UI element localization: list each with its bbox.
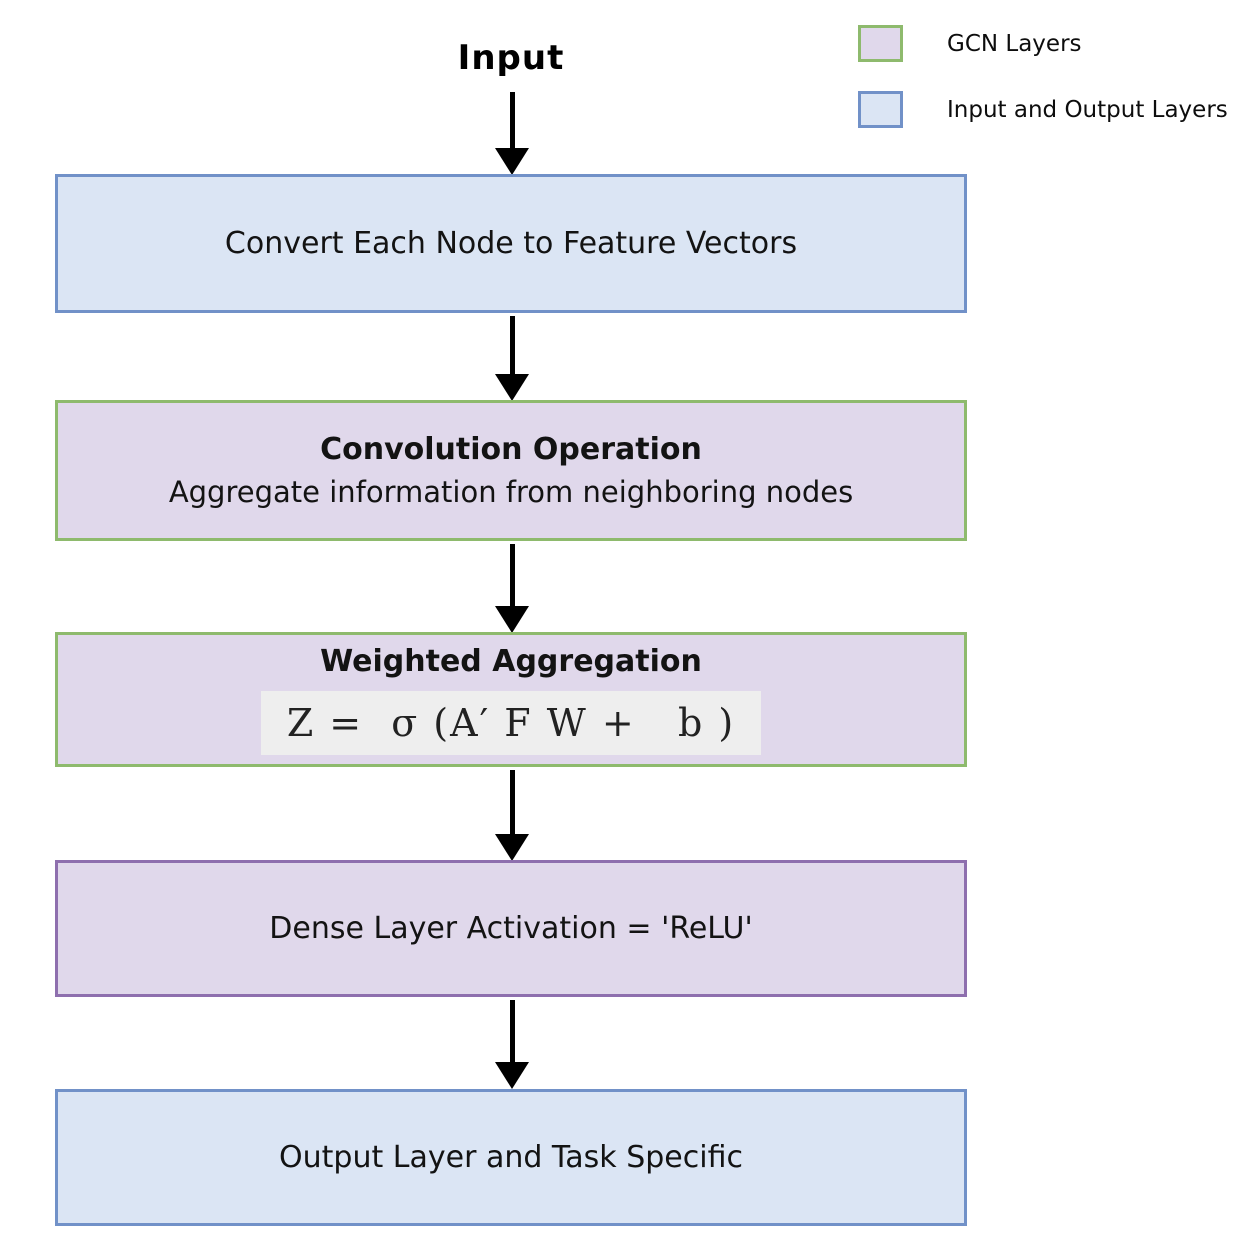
gcn-layers-label: GCN Layers	[947, 30, 1082, 57]
node-label: Dense Layer Activation = 'ReLU'	[269, 911, 753, 946]
arrow-convolution-to-weighted	[495, 544, 529, 633]
arrow-head-icon	[495, 148, 529, 175]
arrow-head-icon	[495, 606, 529, 633]
arrow-convert-to-convolution	[495, 316, 529, 401]
io-layers-swatch	[858, 91, 903, 128]
node-label: Output Layer and Task Specific	[279, 1140, 743, 1175]
node-convert-feature-vectors: Convert Each Node to Feature Vectors	[55, 174, 967, 313]
arrow-head-icon	[495, 374, 529, 401]
arrow-dense-to-output	[495, 1000, 529, 1089]
node-heading: Weighted Aggregation	[320, 644, 702, 679]
arrow-shaft	[509, 544, 515, 606]
weighted-aggregation-formula: Z = σ (A′ F W + b )	[260, 691, 762, 755]
node-dense-layer-relu: Dense Layer Activation = 'ReLU'	[55, 860, 967, 997]
legend: GCN Layers Input and Output Layers	[858, 25, 1228, 157]
arrow-head-icon	[495, 1062, 529, 1089]
arrow-weighted-to-dense	[495, 770, 529, 861]
node-heading: Convolution Operation	[320, 432, 702, 467]
arrow-shaft	[509, 92, 515, 148]
arrow-shaft	[509, 770, 515, 834]
io-layers-label: Input and Output Layers	[947, 96, 1228, 123]
arrow-input-to-convert	[495, 92, 529, 175]
gcn-layers-swatch	[858, 25, 903, 62]
node-weighted-aggregation: Weighted Aggregation Z = σ (A′ F W + b )	[55, 632, 967, 767]
node-label: Convert Each Node to Feature Vectors	[224, 226, 798, 261]
node-convolution-operation: Convolution Operation Aggregate informat…	[55, 400, 967, 541]
arrow-head-icon	[495, 834, 529, 861]
legend-item-gcn-layers: GCN Layers	[858, 25, 1228, 62]
arrow-shaft	[509, 316, 515, 374]
node-subtext: Aggregate information from neighboring n…	[168, 475, 854, 509]
page-title: Input	[457, 38, 565, 78]
node-output-layer: Output Layer and Task Specific	[55, 1089, 967, 1226]
arrow-shaft	[509, 1000, 515, 1062]
legend-item-io-layers: Input and Output Layers	[858, 91, 1228, 128]
